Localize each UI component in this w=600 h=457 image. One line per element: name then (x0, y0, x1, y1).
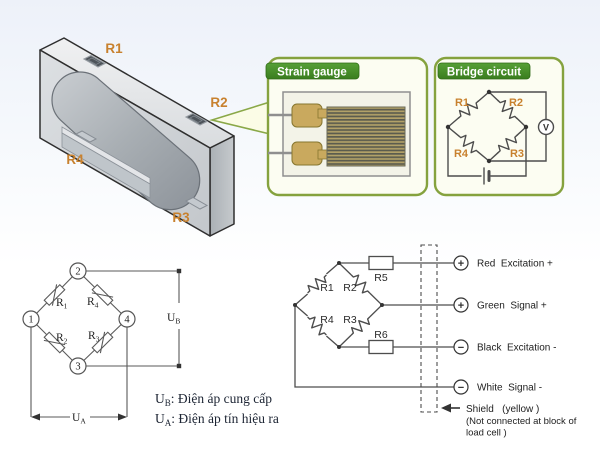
terminal-sign-white: − (458, 382, 464, 394)
schematic-label-r4: R4 (87, 296, 99, 310)
schematic-label-r1: R1 (56, 297, 68, 311)
legend-output: UA: Điện áp tín hiệu ra (155, 411, 279, 428)
terminal-label-black: Black Excitation - (477, 343, 556, 354)
terminal-sign-black: − (458, 342, 464, 354)
bridge-label-r2: R2 (509, 97, 523, 109)
terminal-circle-white (453, 379, 469, 395)
bridge-label-r4: R4 (454, 148, 469, 160)
gauge-chip-r3 (184, 196, 209, 210)
variable-resistor-symbols (43, 283, 114, 354)
terminal-label-green: Green Signal + (477, 301, 547, 312)
gauge-chip-r2 (184, 112, 209, 126)
strain-gauge-tab (265, 62, 360, 80)
bridge-label-r3: R3 (510, 148, 524, 160)
voltmeter-label: V (543, 123, 549, 133)
voltmeter-icon (537, 118, 555, 136)
cable-shield-boundary (420, 244, 438, 413)
wiring-label-r1: R1 (320, 282, 334, 294)
bridge-circuit-title: Bridge circuit (447, 67, 521, 79)
node-3-label: 3 (75, 362, 80, 373)
cutout-hole (51, 71, 201, 211)
wiring-label-r3: R3 (343, 314, 357, 326)
load-cell-illustration: R1 R2 R4 R3 (39, 37, 271, 237)
terminal-label-red: Red Excitation + (477, 259, 553, 270)
resistor-r5 (368, 255, 394, 271)
wiring-label-r5: R5 (374, 272, 388, 284)
legend-supply: UB: Điện áp cung cấp (155, 391, 272, 408)
load-cell-label-r3: R3 (172, 210, 190, 225)
schematic-label-r3: R3 (88, 330, 100, 344)
supply-voltage-label: UB (167, 312, 180, 326)
wheatstone-schematic: 2 1 4 3 R1 R4 R2 R3 UB UA (22, 262, 182, 426)
bridge-label-r1: R1 (455, 97, 469, 109)
terminal-circle-red (453, 255, 469, 271)
resistor-r6 (368, 339, 394, 355)
bridge-circuit-tab (437, 62, 531, 80)
terminal-list: + + − − Red Excitation + Green Signal + … (453, 255, 556, 395)
gauge-chip-r1 (82, 54, 107, 68)
gauge-chip-r4 (74, 130, 98, 143)
load-cell-label-r1: R1 (105, 41, 123, 56)
legend: UB: Điện áp cung cấp UA: Điện áp tín hiệ… (155, 391, 279, 428)
gauge-solder-pads (291, 103, 331, 166)
terminal-label-white: White Signal - (477, 383, 542, 394)
terminal-circle-black (453, 339, 469, 355)
terminal-sign-green: + (458, 300, 464, 312)
schematic-label-r2: R2 (56, 332, 68, 346)
node-4-label: 4 (124, 315, 130, 326)
output-voltage-label: UA (72, 412, 86, 426)
gauge-grid (326, 106, 406, 167)
shield-note-line3: load cell ) (466, 428, 507, 439)
shield-note-line2: (Not connected at block of (466, 416, 577, 427)
load-cell-label-r2: R2 (210, 95, 227, 110)
wiring-label-r6: R6 (374, 329, 388, 341)
wiring-label-r2: R2 (343, 282, 357, 294)
node-2-label: 2 (75, 267, 80, 278)
shield-arrow-icon (441, 403, 451, 413)
strain-gauge-title: Strain gauge (277, 67, 347, 79)
wiring-label-r4: R4 (320, 314, 334, 326)
node-1-label: 1 (28, 315, 33, 326)
terminal-circle-green (453, 297, 469, 313)
strain-gauge-panel: Strain gauge (265, 56, 429, 197)
shield-note: Shield (yellow ) (Not connected at block… (441, 403, 577, 439)
terminal-sign-red: + (458, 258, 464, 270)
shield-note-line1: Shield (yellow ) (466, 404, 539, 415)
bridge-circuit-panel: Bridge circuit V R1 (433, 56, 565, 197)
wiring-diagram: R1 R2 R4 R3 R5 R6 + + − − Red Exc (293, 244, 577, 439)
load-cell-label-r4: R4 (66, 152, 84, 167)
